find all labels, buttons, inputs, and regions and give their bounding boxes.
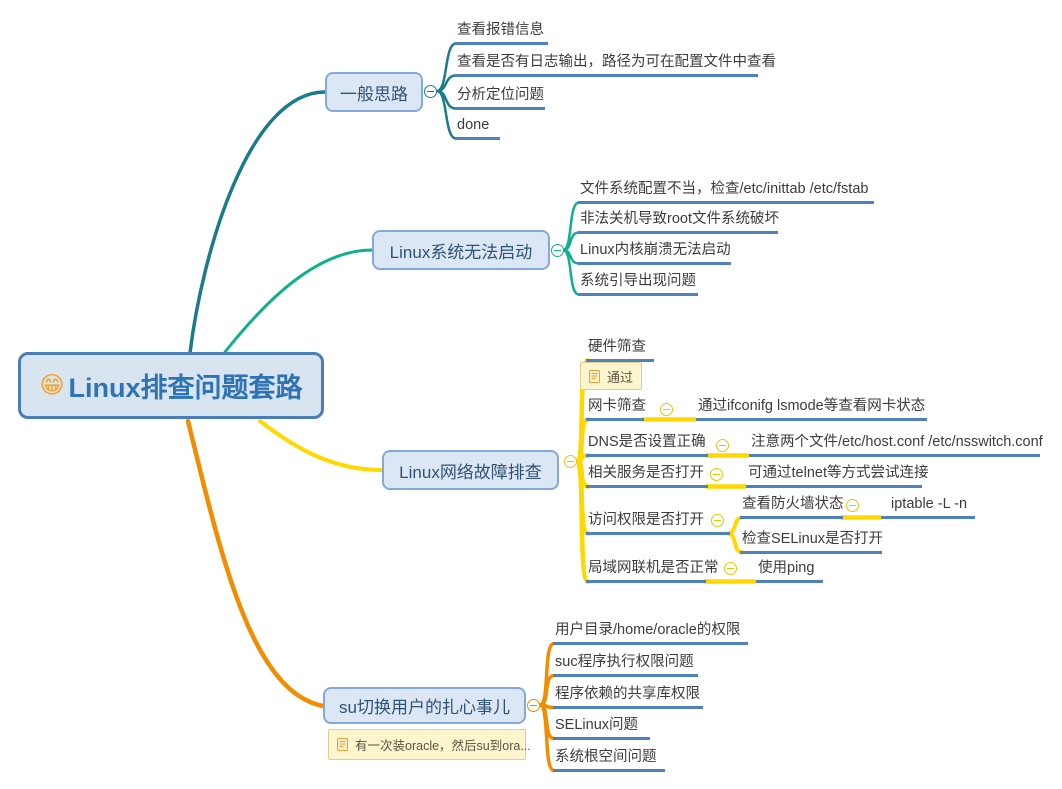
collapse-icon-dns[interactable] xyxy=(716,439,729,452)
note-document-icon xyxy=(589,369,600,383)
topic-check-selinux-open[interactable]: 检查SELinux是否打开 xyxy=(740,530,883,554)
topic-nic-screening[interactable]: 网卡筛查 xyxy=(586,397,646,421)
collapse-icon-su[interactable] xyxy=(527,699,540,712)
note-text: 通过 xyxy=(607,369,634,385)
topic-suc-exec-permission[interactable]: suc程序执行权限问题 xyxy=(553,653,698,677)
central-topic-label: Linux排查问题套路 xyxy=(68,373,303,403)
central-topic[interactable]: 😁 Linux排查问题套路 xyxy=(18,352,324,419)
branch-node-su-switch-issues[interactable]: su切换用户的扎心事儿 xyxy=(323,687,526,724)
collapse-icon-boot[interactable] xyxy=(551,244,564,257)
collapse-icon-lan[interactable] xyxy=(724,562,737,575)
detail-use-ping[interactable]: 使用ping xyxy=(756,559,823,583)
collapse-icon-nic[interactable] xyxy=(660,403,673,416)
branch-node-network-troubleshooting[interactable]: Linux网络故障排查 xyxy=(382,450,559,490)
topic-fs-config-check[interactable]: 文件系统配置不当，检查/etc/inittab /etc/fstab xyxy=(578,180,874,204)
collapse-icon-access[interactable] xyxy=(711,514,724,527)
collapse-icon-firewall[interactable] xyxy=(846,499,859,512)
collapse-icon-services[interactable] xyxy=(710,468,723,481)
topic-illegal-shutdown[interactable]: 非法关机导致root文件系统破坏 xyxy=(578,210,779,234)
note-text: 有一次装oracle，然后su到ora... xyxy=(355,739,531,753)
note-card-hardware-pass[interactable]: 通过 xyxy=(580,362,642,390)
branch-node-linux-boot-failure[interactable]: Linux系统无法启动 xyxy=(372,230,550,270)
collapse-icon-network[interactable] xyxy=(564,455,577,468)
branch-node-general-approach[interactable]: 一般思路 xyxy=(325,72,423,112)
collapse-icon-general[interactable] xyxy=(424,85,437,98)
note-card-su-oracle[interactable]: 有一次装oracle，然后su到ora... xyxy=(328,729,531,760)
topic-selinux-issue[interactable]: SELinux问题 xyxy=(553,716,650,740)
topic-firewall-status[interactable]: 查看防火墙状态 xyxy=(740,495,844,519)
note-document-icon xyxy=(337,738,348,751)
topic-kernel-crash[interactable]: Linux内核崩溃无法启动 xyxy=(578,241,731,265)
detail-nic-check-commands[interactable]: 通过ifconifg lsmode等查看网卡状态 xyxy=(696,397,927,421)
topic-hardware-screening[interactable]: 硬件筛查 xyxy=(586,338,654,362)
topic-root-space-issue[interactable]: 系统根空间问题 xyxy=(553,748,665,772)
topic-lan-connection[interactable]: 局域网联机是否正常 xyxy=(586,559,719,583)
grinning-face-emoji-icon: 😁 xyxy=(39,372,65,399)
topic-services-open[interactable]: 相关服务是否打开 xyxy=(586,464,708,488)
topic-boot-loader-issue[interactable]: 系统引导出现问题 xyxy=(578,272,698,296)
topic-done[interactable]: done xyxy=(455,116,500,140)
topic-shared-lib-permission[interactable]: 程序依赖的共享库权限 xyxy=(553,685,703,709)
topic-home-oracle-permission[interactable]: 用户目录/home/oracle的权限 xyxy=(553,621,748,645)
detail-telnet-try[interactable]: 可通过telnet等方式尝试连接 xyxy=(746,464,928,488)
topic-access-permission[interactable]: 访问权限是否打开 xyxy=(586,511,730,535)
topic-dns-setting[interactable]: DNS是否设置正确 xyxy=(586,433,708,457)
detail-iptable-command[interactable]: iptable -L -n xyxy=(881,495,975,519)
topic-check-log-output[interactable]: 查看是否有日志输出，路径为可在配置文件中查看 xyxy=(455,53,776,77)
topic-view-error-info[interactable]: 查看报错信息 xyxy=(455,21,548,45)
topic-analyze-locate-problem[interactable]: 分析定位问题 xyxy=(455,86,545,110)
detail-dns-config-files[interactable]: 注意两个文件/etc/host.conf /etc/nsswitch.conf xyxy=(749,433,1043,457)
